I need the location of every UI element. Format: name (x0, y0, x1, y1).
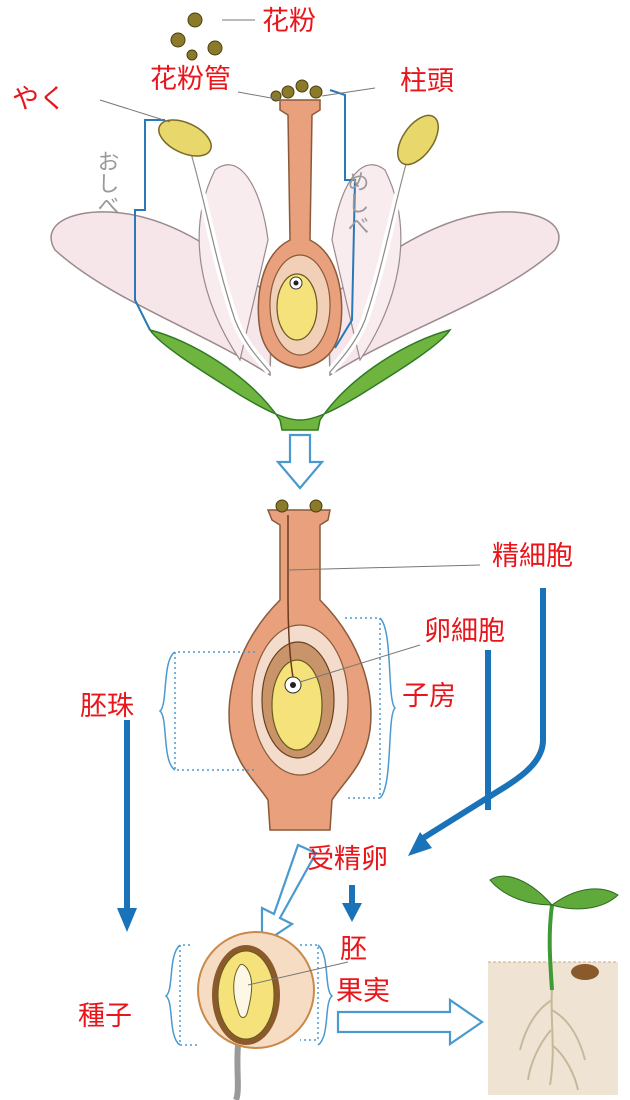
seed-dotted-bracket (180, 945, 200, 1045)
label-pollen: 花粉 (262, 6, 316, 37)
label-pollen-tube: 花粉管 (150, 64, 231, 95)
label-egg-cell: 卵細胞 (424, 616, 505, 647)
ovule (272, 660, 322, 750)
fruit-illustration (166, 932, 348, 1100)
label-fruit: 果実 (336, 976, 390, 1007)
leaf-left (490, 876, 552, 905)
pistil-section (160, 500, 480, 830)
leaf-right (552, 889, 618, 909)
hollow-arrow-1 (278, 435, 322, 488)
label-anther: やく (12, 84, 66, 115)
ovary-brace (380, 618, 395, 798)
label-sperm-cell: 精細胞 (492, 541, 573, 572)
label-stamen: おしべ (94, 150, 119, 216)
anther-right (390, 108, 447, 171)
label-fertilized-egg: 受精卵 (307, 844, 388, 875)
label-embryo: 胚 (340, 934, 367, 965)
label-pistil: めしべ (344, 170, 369, 236)
leader-anther (100, 100, 170, 122)
label-ovule: 胚珠 (80, 691, 134, 722)
label-stigma: 柱頭 (400, 66, 454, 97)
label-ovary: 子房 (402, 681, 456, 712)
seedling-stem (550, 905, 552, 990)
seedling-illustration (488, 876, 618, 1095)
ovule-brace (160, 652, 175, 770)
leader-stigma (322, 88, 375, 96)
flower-illustration (51, 13, 559, 430)
label-seed: 種子 (78, 1001, 132, 1032)
